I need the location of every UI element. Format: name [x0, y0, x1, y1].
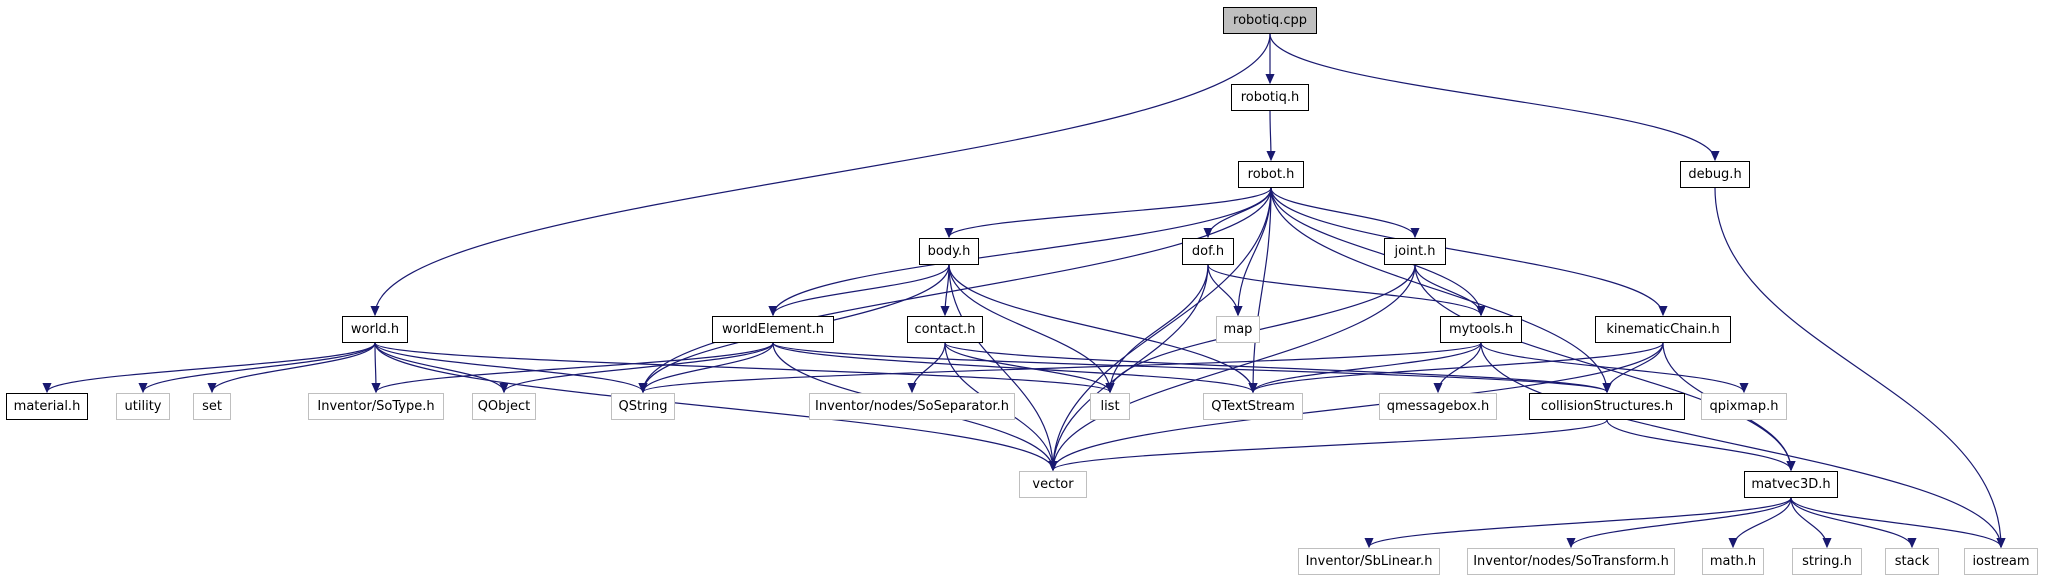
node-material-h[interactable]: material.h: [6, 393, 88, 420]
node-inventor-sotype-h: Inventor/SoType.h: [308, 393, 444, 420]
node-iostream: iostream: [1964, 548, 2038, 575]
edge-body_h-to-list: [948, 264, 1110, 392]
edge-matvec3D_h-to-SbLinear_h: [1369, 497, 1792, 547]
node-inventor-sblinear-h: Inventor/SbLinear.h: [1298, 548, 1440, 575]
edge-joint_h-to-list: [1110, 264, 1416, 392]
node-qstring: QString: [611, 393, 675, 420]
edge-body_h-to-QTextStream: [948, 264, 1253, 392]
edge-mytools_h-to-QString: [643, 342, 1482, 392]
node-list: list: [1090, 393, 1130, 420]
edge-robot_h-to-body_h: [949, 187, 1272, 237]
node-qmessagebox-h: qmessagebox.h: [1379, 393, 1497, 420]
edge-mytools_h-to-iostream: [1480, 342, 2001, 547]
edge-world_h-to-SoType_h: [375, 342, 376, 392]
edge-world_h-to-material_h: [47, 342, 376, 392]
edge-dof_h-to-list: [1110, 264, 1209, 392]
edge-world_h-to-list: [374, 342, 1110, 392]
edge-collisionStructures_h-to-vector: [1053, 419, 1608, 470]
edge-robotiq_cpp-to-world_h: [375, 33, 1271, 315]
node-stack: stack: [1885, 548, 1939, 575]
node-utility: utility: [116, 393, 170, 420]
edge-kinematicChain_h-to-vector: [1053, 342, 1664, 470]
node-inventor-nodes-sotransform-h: Inventor/nodes/SoTransform.h: [1467, 548, 1675, 575]
edge-robot_h-to-map: [1238, 187, 1272, 315]
edge-matvec3D_h-to-iostream: [1790, 497, 2001, 547]
edge-robot_h-to-kinematicChain_h: [1270, 187, 1663, 315]
node-inventor-nodes-soseparator-h: Inventor/nodes/SoSeparator.h: [809, 393, 1015, 420]
edge-debug_h-to-iostream: [1714, 187, 2001, 547]
edge-joint_h-to-mytools_h: [1414, 264, 1481, 315]
node-string-h: string.h: [1792, 548, 1862, 575]
edge-robot_h-to-dof_h: [1208, 187, 1272, 237]
edge-dof_h-to-map: [1207, 264, 1238, 315]
edge-robot_h-to-vector: [1053, 187, 1272, 470]
node-world-h[interactable]: world.h: [342, 316, 408, 343]
edge-robotiq_h-to-robot_h: [1270, 110, 1271, 160]
edge-contact_h-to-list: [944, 342, 1110, 392]
edge-world_h-to-vector: [374, 342, 1053, 470]
edge-kinematicChain_h-to-QTextStream: [1253, 342, 1664, 392]
edge-collisionStructures_h-to-matvec3D_h: [1606, 419, 1791, 470]
edge-world_h-to-QObject: [374, 342, 504, 392]
node-map: map: [1216, 316, 1260, 343]
node-robotiq-h[interactable]: robotiq.h: [1231, 84, 1309, 111]
node-dof-h[interactable]: dof.h: [1182, 238, 1234, 265]
edge-kinematicChain_h-to-collisionStructures_h: [1607, 342, 1664, 392]
edge-world_h-to-utility: [143, 342, 376, 392]
node-worldelement-h[interactable]: worldElement.h: [712, 316, 834, 343]
edge-mytools_h-to-qpixmap_h: [1480, 342, 1744, 392]
edge-matvec3D_h-to-SoTransform_h: [1571, 497, 1792, 547]
edge-world_h-to-set: [212, 342, 376, 392]
node-robot-h[interactable]: robot.h: [1238, 161, 1304, 188]
edge-worldElement_h-to-QString: [643, 342, 774, 392]
edge-worldElement_h-to-QTextStream: [772, 342, 1253, 392]
node-mytools-h[interactable]: mytools.h: [1440, 316, 1522, 343]
node-qobject: QObject: [472, 393, 536, 420]
edge-world_h-to-QString: [374, 342, 643, 392]
edge-worldElement_h-to-QObject: [504, 342, 774, 392]
edge-robot_h-to-QString: [643, 187, 1272, 392]
edge-body_h-to-vector: [948, 264, 1053, 470]
edge-worldElement_h-to-SoType_h: [376, 342, 774, 392]
node-set: set: [193, 393, 231, 420]
edge-contact_h-to-SoSeparator_h: [912, 342, 946, 392]
node-debug-h[interactable]: debug.h: [1680, 161, 1750, 188]
node-body-h[interactable]: body.h: [919, 238, 979, 265]
node-vector: vector: [1019, 471, 1087, 498]
edge-dof_h-to-mytools_h: [1207, 264, 1481, 315]
edge-robot_h-to-worldElement_h: [773, 187, 1272, 315]
node-qtextstream: QTextStream: [1203, 393, 1303, 420]
edge-robot_h-to-mytools_h: [1270, 187, 1481, 315]
node-math-h: math.h: [1702, 548, 1764, 575]
edge-body_h-to-worldElement_h: [773, 264, 950, 315]
edge-matvec3D_h-to-stack: [1790, 497, 1912, 547]
edge-matvec3D_h-to-string_h: [1790, 497, 1827, 547]
edge-worldElement_h-to-collisionStructures_h: [772, 342, 1607, 392]
edge-joint_h-to-vector: [1053, 264, 1416, 470]
edge-joint_h-to-matvec3D_h: [1414, 264, 1791, 470]
edge-contact_h-to-collisionStructures_h: [944, 342, 1607, 392]
edge-robot_h-to-joint_h: [1270, 187, 1415, 237]
edge-robotiq_cpp-to-debug_h: [1269, 33, 1715, 160]
node-joint-h[interactable]: joint.h: [1384, 238, 1446, 265]
node-collisionstructures-h[interactable]: collisionStructures.h: [1529, 393, 1685, 420]
edge-matvec3D_h-to-math_h: [1733, 497, 1792, 547]
node-qpixmap-h: qpixmap.h: [1701, 393, 1787, 420]
node-matvec3d-h[interactable]: matvec3D.h: [1744, 471, 1838, 498]
node-kinematicchain-h[interactable]: kinematicChain.h: [1595, 316, 1731, 343]
node-contact-h[interactable]: contact.h: [907, 316, 983, 343]
edge-mytools_h-to-QTextStream: [1253, 342, 1482, 392]
node-robotiq-cpp: robotiq.cpp: [1223, 7, 1317, 34]
